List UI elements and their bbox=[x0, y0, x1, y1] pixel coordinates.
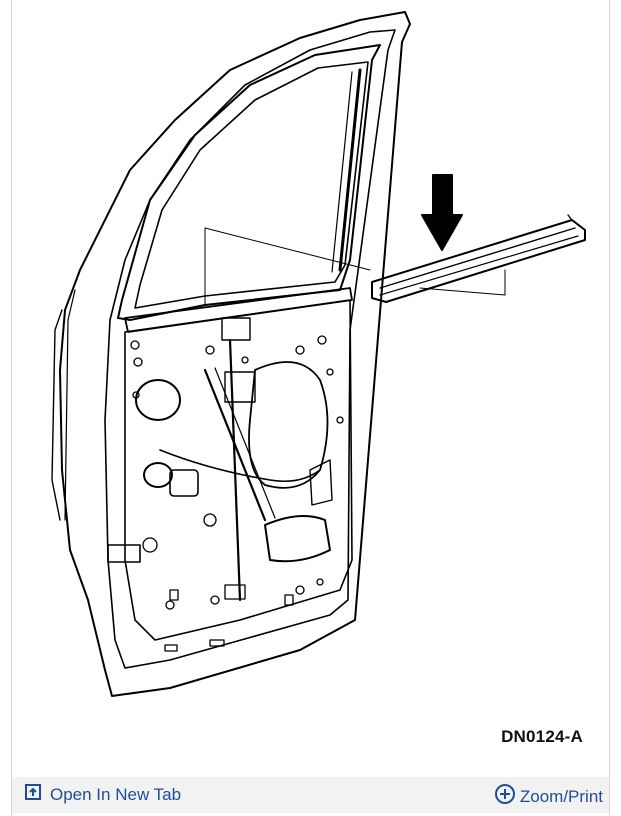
regulator-rail-2 bbox=[228, 338, 242, 602]
zoom-print-label: Zoom/Print bbox=[519, 786, 603, 806]
regulator-bracket bbox=[224, 371, 256, 403]
leader-line-right bbox=[419, 269, 506, 296]
zoom-plus-icon bbox=[494, 783, 516, 810]
figure-frame bbox=[11, 0, 610, 816]
leader-line-top bbox=[204, 227, 371, 271]
figure-code: DN0124-A bbox=[501, 727, 583, 746]
window-frame-outer bbox=[117, 44, 381, 321]
weatherstrip-part bbox=[371, 219, 586, 303]
hinge-bracket bbox=[107, 544, 141, 563]
access-hole-1 bbox=[135, 379, 181, 421]
open-in-new-tab-link[interactable]: Open In New Tab bbox=[24, 783, 181, 806]
installation-arrow bbox=[421, 174, 463, 251]
image-footer: Open In New Tab Zoom/Print bbox=[12, 777, 609, 813]
latch-bracket bbox=[309, 459, 333, 506]
figure-area: DN0124-A bbox=[12, 0, 609, 775]
open-in-new-tab-label: Open In New Tab bbox=[50, 784, 182, 804]
door-inner-outline bbox=[104, 29, 396, 669]
open-in-new-tab-icon bbox=[24, 783, 42, 806]
door-weatherstrip-diagram bbox=[51, 11, 586, 697]
lower-access-opening bbox=[264, 515, 331, 563]
zoom-print-link[interactable]: Zoom/Print bbox=[494, 783, 603, 810]
large-access-opening bbox=[248, 361, 329, 489]
window-channel bbox=[338, 68, 362, 272]
regulator-motor bbox=[169, 469, 199, 497]
belt-line bbox=[124, 287, 353, 333]
access-hole-2 bbox=[143, 462, 173, 488]
inner-panel bbox=[124, 299, 353, 641]
window-frame-inner bbox=[134, 61, 369, 309]
regulator-cable bbox=[159, 449, 321, 483]
door-outer-outline bbox=[59, 11, 411, 697]
